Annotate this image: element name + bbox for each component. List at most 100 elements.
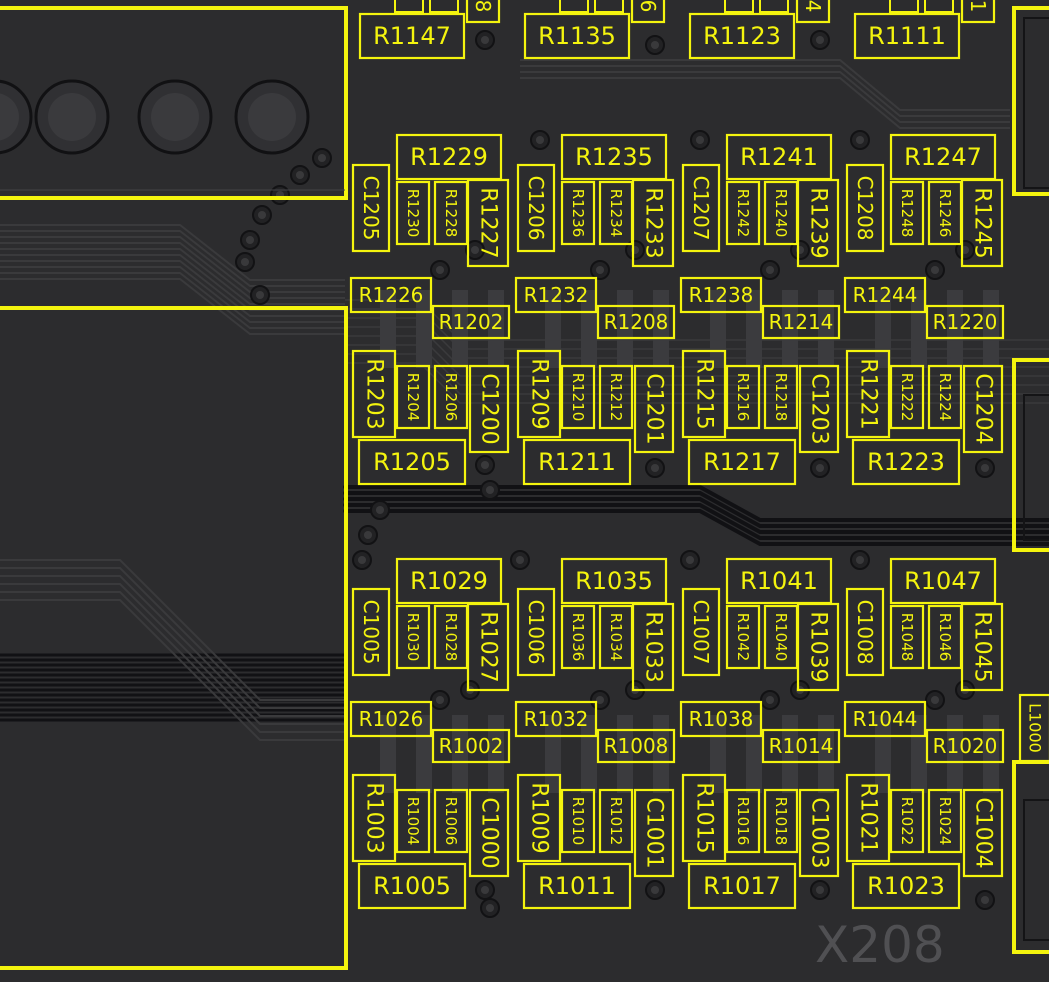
footprint-outline: [681, 773, 727, 863]
reference-designator: R1012: [607, 797, 625, 846]
via-hole: [650, 885, 660, 895]
via-hole: [650, 40, 660, 50]
pcb-trace: [520, 71, 1010, 123]
reference-designator: R1209: [527, 358, 552, 429]
pad-strip: [617, 715, 633, 793]
reference-designator: R1011: [538, 872, 616, 900]
resistor-bottom: R1023: [851, 862, 961, 910]
resistor-small: R1206: [433, 364, 469, 430]
reference-designator: R1047: [904, 567, 982, 595]
reference-designator: R1010: [569, 797, 587, 846]
connector-body: [1023, 799, 1049, 941]
reference-designator: R1038: [689, 707, 754, 731]
capacitor-top: C1007: [681, 587, 721, 677]
reference-designator: R1026: [359, 707, 424, 731]
pcb-trace: [0, 248, 345, 305]
reference-designator: R1030: [404, 613, 422, 662]
pad-strip: [818, 715, 834, 793]
footprint-outline: [560, 557, 668, 605]
capacitor-top: C1008: [845, 587, 885, 677]
footprint-outline: [845, 163, 885, 253]
footprint-outline: [925, 304, 1005, 340]
resistor-bottom: R1217: [687, 438, 797, 486]
resistor-bottom: R1211: [522, 438, 632, 486]
footprint-outline: [596, 304, 676, 340]
reference-designator: R1027: [476, 611, 501, 682]
resistor-small: R1236: [560, 180, 596, 246]
footprint-outline: [687, 862, 797, 910]
capacitor-bottom: C1203: [798, 364, 840, 454]
pad-strip: [983, 715, 999, 793]
via-hole: [295, 170, 305, 180]
resistor-small: R1228: [433, 180, 469, 246]
reference-designator: R1006: [442, 797, 460, 846]
via-hole: [930, 695, 940, 705]
footprint-outline: [433, 788, 469, 854]
pcb-trace: [0, 236, 345, 293]
pad-strip: [581, 715, 597, 793]
resistor-small: R1234: [598, 180, 634, 246]
pad-strip: [875, 290, 891, 368]
footprint-outline: [960, 0, 996, 24]
footprint-outline: [725, 364, 761, 430]
pad-strip: [653, 715, 669, 793]
pad-strip: [653, 290, 669, 368]
footprint-outline: [466, 602, 510, 692]
footprint-outline: [843, 276, 927, 314]
resistor-small: R1248: [889, 180, 925, 246]
footprint-outline: [560, 133, 668, 181]
resistor-mid: R1202: [431, 304, 511, 340]
resistor-vertical: R1245: [960, 178, 1004, 268]
reference-designator: R1206: [442, 373, 460, 422]
footprint-outline: [845, 349, 891, 439]
resistor-small: R1210: [560, 364, 596, 430]
partial-footprint: [429, 0, 459, 13]
resistor-mid: R1002: [431, 728, 511, 764]
footprint-outline: [763, 788, 799, 854]
via-hole: [815, 463, 825, 473]
reference-designator: R1233: [641, 187, 666, 258]
via-hole: [535, 135, 545, 145]
pad-strip: [452, 715, 468, 793]
footprint-outline: [851, 862, 961, 910]
resistor-small: R1042: [725, 604, 761, 670]
via-hole: [815, 35, 825, 45]
reference-designator: R1234: [607, 189, 625, 238]
resistor-vertical: R1015: [681, 773, 727, 863]
reference-designator: R1135: [538, 22, 616, 50]
footprint-outline: [349, 700, 433, 738]
pad-strip: [452, 290, 468, 368]
reference-designator: R1004: [404, 797, 422, 846]
pcb-trace: [0, 272, 345, 329]
resistor-small: R1024: [927, 788, 963, 854]
via-hole: [815, 885, 825, 895]
reference-designator: R1232: [524, 283, 589, 307]
pcb-trace: [0, 575, 345, 717]
reference-designator: R1046: [936, 613, 954, 662]
reference-designator: 8: [471, 0, 495, 12]
via-hole: [255, 290, 265, 300]
resistor-small: R1010: [560, 788, 596, 854]
footprint-outline: [681, 349, 727, 439]
via-hole: [317, 153, 327, 163]
resistor-mid: R1026: [349, 700, 433, 738]
terminal-inner: [48, 93, 96, 141]
reference-designator: R1208: [604, 310, 669, 334]
reference-designator: R1002: [439, 734, 504, 758]
connector-right-top: [1012, 6, 1049, 196]
reference-designator: 4: [801, 0, 825, 12]
pcb-trace: [520, 65, 1010, 117]
reference-designator: R1227: [476, 187, 501, 258]
via-hole: [515, 555, 525, 565]
reference-designator: R1014: [769, 734, 834, 758]
footprint-outline: [925, 728, 1005, 764]
reference-designator: R1015: [692, 782, 717, 853]
via-hole: [375, 505, 385, 515]
resistor-small: R1216: [725, 364, 761, 430]
footprint-outline: [560, 180, 596, 246]
reference-designator: R1247: [904, 143, 982, 171]
resistor-mid: R1232: [514, 276, 598, 314]
via-hole: [930, 265, 940, 275]
reference-designator: C1208: [853, 176, 877, 241]
